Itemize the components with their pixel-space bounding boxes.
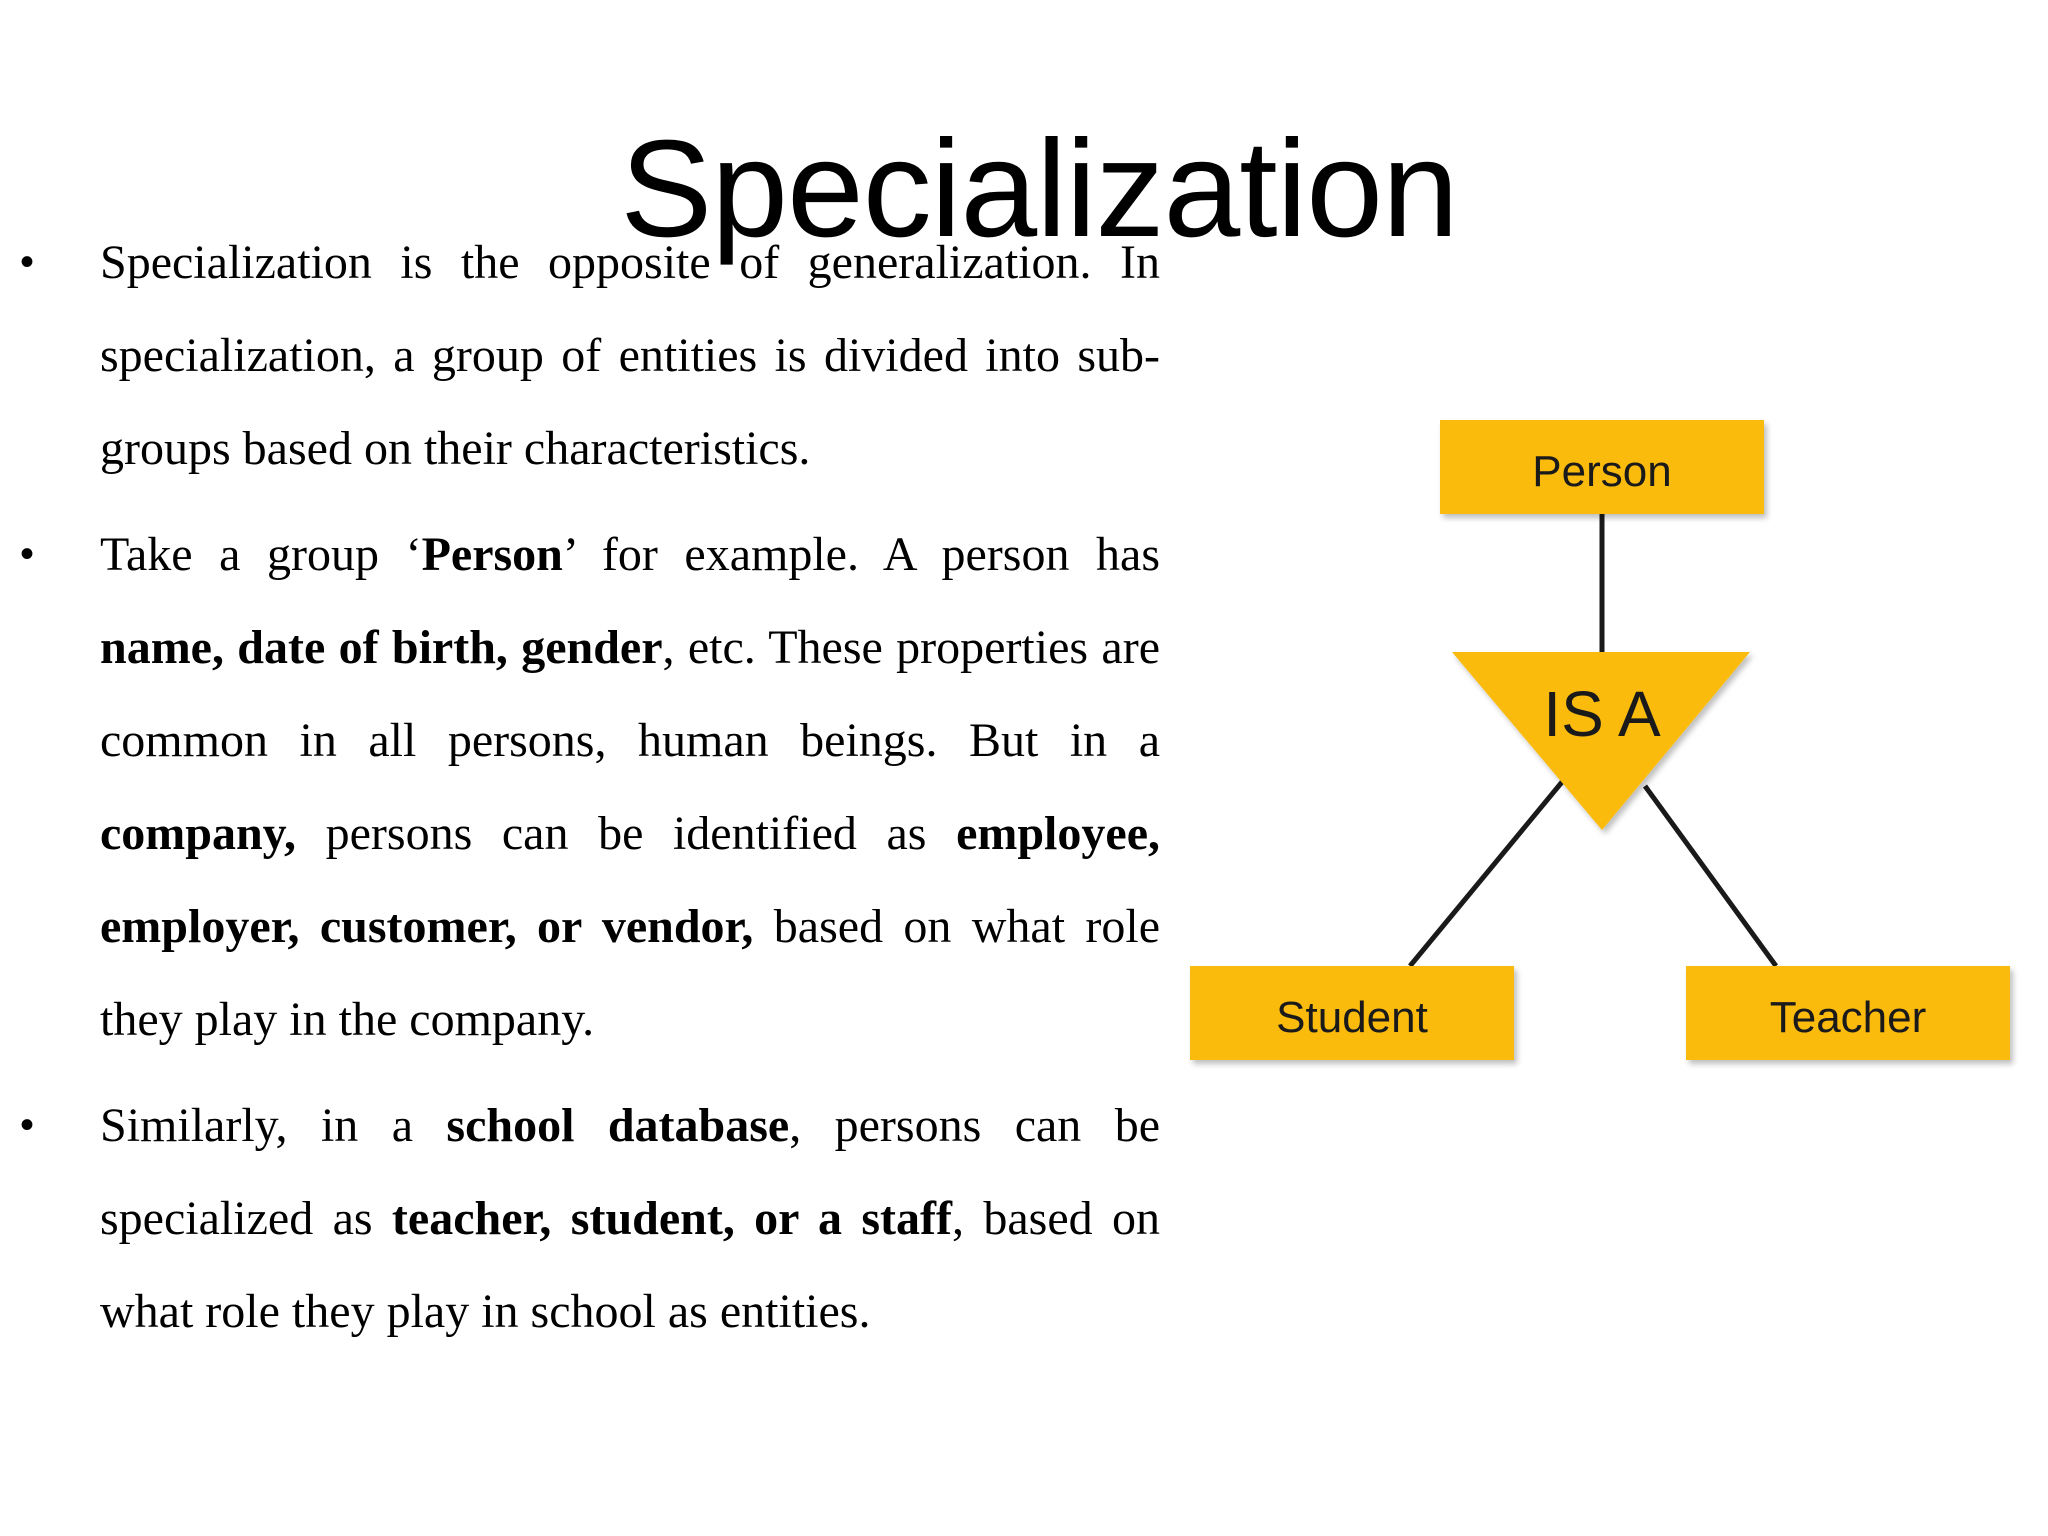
bold-text-segment: school database — [446, 1099, 790, 1152]
text-segment: ’ for example. A person has — [562, 528, 1161, 581]
bullet-list: • Specialization is the opposite of gene… — [0, 216, 1160, 1371]
bullet-text: Take a group ‘Person’ for example. A per… — [100, 508, 1160, 1066]
entity-teacher: Teacher — [1686, 966, 2010, 1060]
bold-text-segment: name, date of birth, gender — [100, 621, 663, 674]
isa-label: IS A — [1543, 678, 1661, 750]
bullet-item: • Take a group ‘Person’ for example. A p… — [0, 508, 1160, 1066]
line-isa-teacher — [1642, 784, 1779, 968]
text-segment: , based on what role they play in school… — [100, 1192, 1160, 1338]
bold-text-segment: company, — [100, 807, 297, 860]
line-isa-student — [1408, 780, 1564, 968]
bullet-text: Similarly, in a school database, persons… — [100, 1079, 1160, 1358]
entity-student-label: Student — [1276, 993, 1428, 1042]
entity-person-label: Person — [1532, 447, 1671, 496]
text-segment: Similarly, in a — [100, 1099, 447, 1152]
bold-text-segment: employee, employer, customer, or vendor, — [100, 807, 1160, 953]
text-segment: , persons can be specialized as — [100, 1099, 1161, 1245]
bullet-dot: • — [20, 240, 35, 284]
text-segment: based on what role they play in the comp… — [100, 900, 1161, 1046]
entity-person: Person — [1440, 420, 1764, 514]
text-segment: , etc. These properties are common in al… — [100, 621, 1160, 767]
isa-triangle: IS A — [1452, 652, 1750, 830]
bold-text-segment: Person — [421, 528, 563, 581]
slide-title: Specialization — [620, 112, 1459, 267]
bullet-dot: • — [20, 532, 35, 576]
bullet-text: Specialization is the opposite of genera… — [100, 216, 1160, 495]
text-segment: Take a group ‘ — [100, 528, 422, 581]
bullet-dot: • — [20, 1103, 35, 1147]
bold-text-segment: teacher, student, or a staff — [391, 1192, 952, 1245]
bullet-item: • Similarly, in a school database, perso… — [0, 1079, 1160, 1358]
entity-student: Student — [1190, 966, 1514, 1060]
text-segment: Specialization is the opposite of genera… — [100, 236, 1160, 475]
bullet-item: • Specialization is the opposite of gene… — [0, 216, 1160, 495]
entity-teacher-label: Teacher — [1770, 993, 1927, 1042]
text-segment: persons can be identified as — [296, 807, 957, 860]
